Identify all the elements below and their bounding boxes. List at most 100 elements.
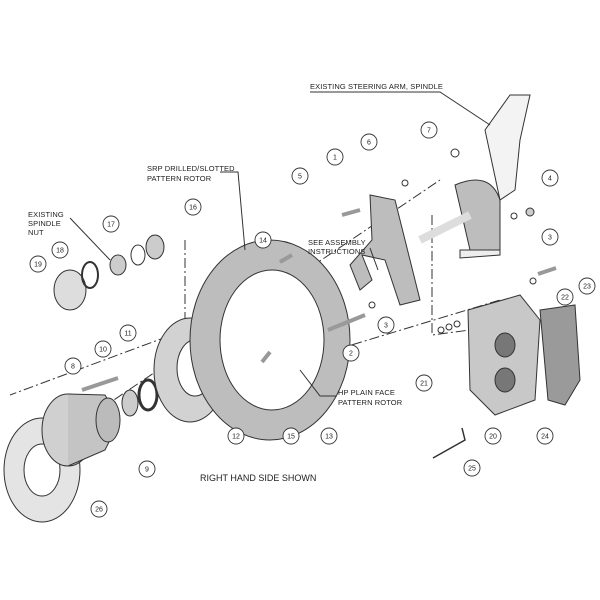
- shim-21: [445, 323, 453, 331]
- callout-circle: [420, 121, 438, 139]
- callout-number: 12: [232, 434, 240, 441]
- callout-number: 5: [298, 174, 302, 181]
- callout-circle: [377, 316, 395, 334]
- callout-circle: [415, 374, 433, 392]
- leader-line: [220, 171, 246, 251]
- callout-6: 6: [360, 133, 378, 151]
- callout-3: 3: [541, 228, 559, 246]
- washer-17: [130, 244, 146, 266]
- callout-circle: [227, 427, 245, 445]
- callout-7: 7: [420, 121, 438, 139]
- callout-circle: [578, 277, 596, 295]
- bolt-14: [278, 253, 294, 264]
- caliper-20: [467, 294, 541, 416]
- callout-23: 23: [578, 277, 596, 295]
- stud-8: [81, 376, 119, 392]
- bolt-15: [260, 350, 272, 364]
- callout-circle: [484, 427, 502, 445]
- callout-circle: [282, 427, 300, 445]
- callout-number: 2: [349, 351, 353, 358]
- callout-4: 4: [541, 169, 559, 187]
- callout-number: 23: [583, 284, 591, 291]
- callout-number: 15: [287, 434, 295, 441]
- callout-number: 4: [548, 176, 552, 183]
- callout-20: 20: [484, 427, 502, 445]
- callout-number: 9: [145, 467, 149, 474]
- callout-circle: [320, 427, 338, 445]
- callout-number: 13: [325, 434, 333, 441]
- callout-circle: [360, 133, 378, 151]
- callout-circle: [29, 255, 47, 273]
- callout-2: 2: [342, 344, 360, 362]
- existing-spindle: [418, 94, 531, 259]
- brake-pads-24: [539, 304, 581, 406]
- callout-26: 26: [90, 500, 108, 518]
- callout-25: 25: [463, 459, 481, 477]
- callout-circle: [342, 344, 360, 362]
- callout-3: 3: [377, 316, 395, 334]
- note-spindle-nut-3: NUT: [28, 228, 44, 237]
- callout-number: 1: [333, 155, 337, 162]
- note-hp-rotor-1: HP PLAIN FACE: [338, 388, 396, 397]
- callout-17: 17: [102, 215, 120, 233]
- leader-line: [310, 91, 491, 126]
- callout-circle: [541, 169, 559, 187]
- callout-18: 18: [51, 241, 69, 259]
- bearing-16: [145, 234, 165, 260]
- note-hp-rotor-2: PATTERN ROTOR: [338, 398, 403, 407]
- note-assembly-1: SEE ASSEMBLY: [308, 238, 366, 247]
- note-right-hand-side: RIGHT HAND SIDE SHOWN: [200, 473, 317, 483]
- callout-number: 14: [259, 238, 267, 245]
- callout-14: 14: [254, 231, 272, 249]
- shim-21: [437, 326, 445, 334]
- leader-line: [299, 369, 336, 397]
- note-srp-rotor-1: SRP DRILLED/SLOTTED: [147, 164, 235, 173]
- callout-1: 1: [326, 148, 344, 166]
- callout-circle: [51, 241, 69, 259]
- callout-number: 21: [420, 381, 428, 388]
- callout-circle: [536, 427, 554, 445]
- callout-12: 12: [227, 427, 245, 445]
- callout-11: 11: [119, 324, 137, 342]
- note-spindle-nut-1: EXISTING: [28, 210, 64, 219]
- callout-circle: [254, 231, 272, 249]
- callout-circle: [94, 340, 112, 358]
- note-existing-steering-arm: EXISTING STEERING ARM, SPINDLE: [310, 82, 444, 91]
- callout-number: 25: [468, 466, 476, 473]
- note-srp-rotor-2: PATTERN ROTOR: [147, 174, 212, 183]
- callout-circle: [184, 198, 202, 216]
- hub-9: [41, 393, 121, 467]
- centerline: [431, 215, 471, 336]
- washer-7: [450, 148, 460, 158]
- callout-number: 17: [107, 222, 115, 229]
- nut-4: [525, 207, 535, 217]
- callout-circle: [541, 228, 559, 246]
- o-ring-18: [81, 261, 99, 289]
- callout-5: 5: [291, 167, 309, 185]
- callout-number: 3: [548, 235, 552, 242]
- callout-number: 18: [56, 248, 64, 255]
- callout-19: 19: [29, 255, 47, 273]
- washer-3b: [510, 212, 518, 220]
- washer-22: [529, 277, 537, 285]
- leader-line: [69, 217, 111, 261]
- washer-6: [401, 179, 409, 187]
- callout-21: 21: [415, 374, 433, 392]
- callout-circle: [102, 215, 120, 233]
- washer-3: [368, 301, 376, 309]
- callout-circle: [64, 357, 82, 375]
- leader-line: [369, 247, 379, 271]
- callout-circle: [463, 459, 481, 477]
- callout-number: 24: [541, 434, 549, 441]
- callout-number: 8: [71, 364, 75, 371]
- bolt-23: [537, 266, 557, 276]
- callout-number: 10: [99, 347, 107, 354]
- rotor-13: [189, 239, 351, 441]
- callout-circle: [291, 167, 309, 185]
- callout-number: 16: [189, 205, 197, 212]
- bolt-5: [341, 208, 361, 217]
- callout-number: 19: [34, 262, 42, 269]
- callout-circle: [326, 148, 344, 166]
